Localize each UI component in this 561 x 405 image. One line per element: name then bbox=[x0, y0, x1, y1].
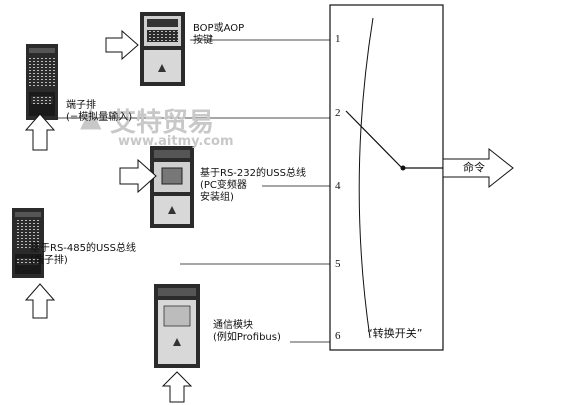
switch-label: “转换开关” bbox=[367, 327, 423, 340]
input-arrow-2 bbox=[24, 113, 56, 151]
source-label-line: 安装组) bbox=[200, 192, 234, 203]
source-label-line: 端子排 bbox=[66, 100, 96, 111]
source-label-line: 按键 bbox=[193, 35, 213, 46]
switch-contact bbox=[345, 110, 403, 169]
source-label-line: (PC变频器 bbox=[200, 180, 247, 191]
source-label-rs232: 基于RS-232的USS总线(PC变频器安装组) bbox=[200, 168, 306, 204]
input-arrow-6 bbox=[161, 371, 193, 403]
terminal-drive-device bbox=[26, 44, 58, 120]
source-label-line: (=模拟量输入) bbox=[66, 112, 133, 123]
source-label-terminal: 端子排(=模拟量输入) bbox=[66, 100, 132, 124]
switch-box bbox=[329, 4, 444, 351]
source-label-line: (端子排) bbox=[30, 255, 68, 266]
command-label: 命令 bbox=[463, 161, 485, 174]
port-number-5: 5 bbox=[335, 258, 341, 270]
port-number-2: 2 bbox=[335, 107, 341, 119]
source-label-rs485: 基于RS-485的USS总线(端子排) bbox=[30, 243, 136, 267]
watermark-logo: ▲ bbox=[80, 100, 102, 133]
watermark-brand: 艾特贸易 bbox=[110, 108, 215, 138]
watermark-url: www.aitmy.com bbox=[118, 134, 234, 149]
pc-converter-device bbox=[150, 146, 194, 228]
source-label-comm-module: 通信模块(例如Profibus) bbox=[213, 320, 281, 344]
source-label-line: 基于RS-232的USS总线 bbox=[200, 168, 307, 179]
port-number-1: 1 bbox=[335, 33, 341, 45]
input-arrow-1 bbox=[105, 29, 139, 61]
switch-arc bbox=[358, 17, 374, 339]
input-arrow-5 bbox=[24, 283, 56, 319]
port-number-4: 4 bbox=[335, 180, 341, 192]
port-number-6: 6 bbox=[335, 330, 341, 342]
source-label-line: 基于RS-485的USS总线 bbox=[30, 243, 137, 254]
comm-module-device bbox=[154, 284, 200, 368]
source-label-line: (例如Profibus) bbox=[213, 332, 281, 343]
source-label-line: 通信模块 bbox=[213, 320, 253, 331]
command-arrow bbox=[442, 147, 514, 189]
rs485-drive-device bbox=[12, 208, 44, 278]
bop-aop-device bbox=[140, 12, 185, 86]
source-label-line: BOP或AOP bbox=[193, 23, 245, 34]
input-arrow-4 bbox=[119, 158, 157, 194]
